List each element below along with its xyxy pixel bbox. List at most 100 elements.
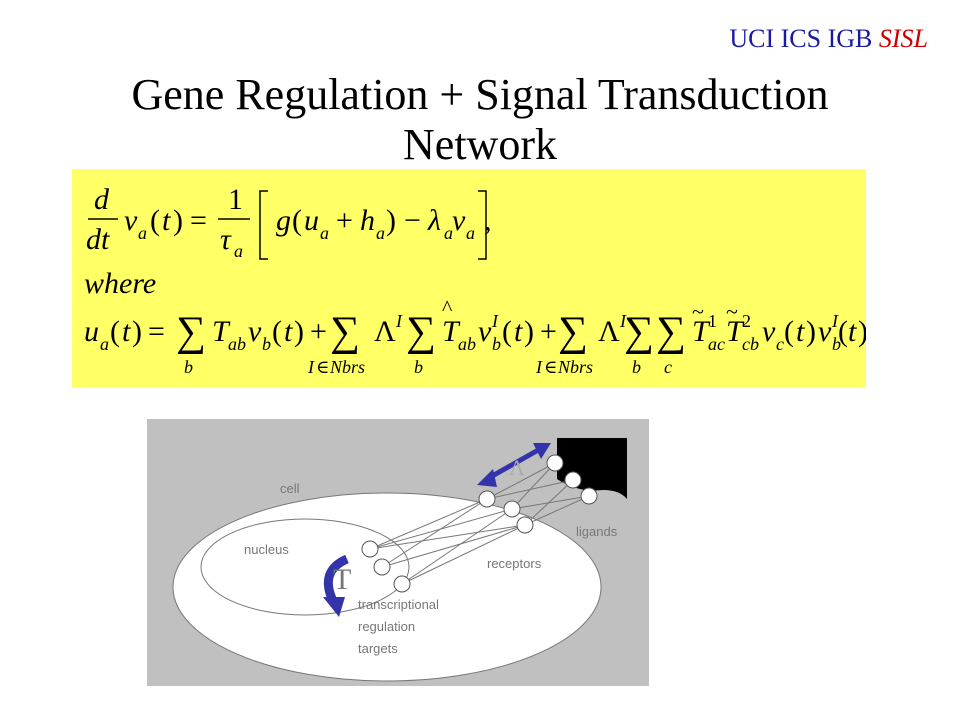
t-label: T (333, 563, 351, 596)
svg-text:dt: dt (86, 223, 110, 256)
svg-text:(: ( (502, 315, 512, 348)
svg-text:b: b (492, 334, 501, 354)
svg-text:∑: ∑ (406, 309, 436, 355)
connection-lines (369, 462, 590, 585)
targets-label-line-1: transcriptional (358, 597, 439, 612)
svg-text:v: v (478, 315, 492, 348)
svg-text:u: u (84, 315, 99, 348)
svg-text:ac: ac (708, 334, 725, 354)
svg-text:): ) (806, 315, 816, 348)
svg-text:=: = (148, 315, 165, 348)
svg-text:v: v (762, 315, 776, 348)
svg-text:a: a (444, 223, 453, 243)
svg-text:Λ: Λ (374, 315, 396, 348)
equation-svg: d dt v a ( t ) = 1 τ a g ( u a + h a ) −… (84, 183, 868, 377)
svg-text:T: T (212, 315, 231, 348)
svg-text:t: t (284, 315, 293, 348)
svg-text:): ) (132, 315, 142, 348)
nucleus-label: nucleus (244, 542, 289, 557)
lambda-arrow (477, 443, 551, 487)
svg-text:): ) (173, 204, 183, 237)
target-nodes (361, 540, 411, 593)
svg-text:τ: τ (220, 223, 232, 256)
svg-text:t: t (796, 315, 805, 348)
svg-text:d: d (94, 183, 110, 216)
cell-label: cell (280, 481, 300, 496)
header-ics-igb: ICS IGB (780, 24, 873, 53)
svg-text:1: 1 (708, 311, 717, 331)
svg-text:~: ~ (692, 299, 704, 324)
svg-text:~: ~ (726, 299, 738, 324)
svg-text:t: t (162, 204, 171, 237)
svg-text:): ) (524, 315, 534, 348)
svg-text:Nbrs: Nbrs (557, 357, 593, 377)
svg-text:I: I (395, 311, 403, 331)
svg-text:v: v (248, 315, 262, 348)
svg-text:a: a (138, 223, 147, 243)
equation-box: d dt v a ( t ) = 1 τ a g ( u a + h a ) −… (72, 169, 868, 388)
svg-text:v: v (452, 204, 466, 237)
header-affiliation: UCI ICS IGB SISL (729, 24, 928, 54)
svg-text:T: T (726, 315, 745, 348)
svg-text:c: c (664, 357, 672, 377)
svg-text:b: b (184, 357, 193, 377)
ligands-label: ligands (576, 524, 618, 539)
svg-text:t: t (514, 315, 523, 348)
svg-text:a: a (466, 223, 475, 243)
svg-text:1: 1 (228, 183, 243, 216)
svg-text:v: v (124, 204, 138, 237)
svg-text:∑: ∑ (624, 309, 654, 355)
svg-text:λ: λ (427, 204, 441, 237)
targets-label-line-2: regulation (358, 619, 415, 634)
svg-text:ab: ab (228, 334, 246, 354)
svg-text:I: I (307, 357, 315, 377)
header-sisl: SISL (878, 24, 928, 53)
svg-text:u: u (304, 204, 319, 237)
svg-text:T: T (442, 315, 461, 348)
slide-title: Gene Regulation + Signal Transduction Ne… (131, 70, 829, 169)
receptor-nodes (478, 490, 534, 534)
svg-text:I: I (535, 357, 543, 377)
header-uci: UCI (729, 24, 775, 53)
t-curved-arrow (323, 554, 350, 617)
svg-text:∑: ∑ (176, 309, 206, 355)
svg-text:Λ: Λ (598, 315, 620, 348)
cell-diagram-svg: Λ T cell nucleus receptors ligands trans… (147, 419, 649, 686)
svg-text:,: , (484, 204, 492, 237)
svg-text:∑: ∑ (330, 309, 360, 355)
svg-text:c: c (776, 334, 784, 354)
svg-text:a: a (320, 223, 329, 243)
svg-text:(: ( (150, 204, 160, 237)
svg-text:(: ( (292, 204, 302, 237)
svg-text:(: ( (272, 315, 282, 348)
svg-text:ab: ab (458, 334, 476, 354)
svg-text:∈: ∈ (316, 357, 329, 377)
equation-line-2: u a ( t ) = ∑ b T ab v b ( t ) + ∑ I ∈ N… (84, 295, 868, 377)
svg-text:): ) (386, 204, 396, 237)
svg-text:a: a (376, 223, 385, 243)
svg-text:=: = (190, 204, 207, 237)
svg-text:b: b (262, 334, 271, 354)
svg-text:h: h (360, 204, 375, 237)
svg-text:+: + (310, 315, 327, 348)
svg-text:I: I (831, 311, 839, 331)
svg-text:cb: cb (742, 334, 759, 354)
svg-text:): ) (858, 315, 866, 348)
svg-text:(: ( (784, 315, 794, 348)
svg-text:v: v (818, 315, 832, 348)
svg-text:2: 2 (742, 311, 751, 331)
svg-text:b: b (832, 334, 841, 354)
svg-text:+: + (540, 315, 557, 348)
equation-where: where (84, 267, 156, 300)
svg-text:): ) (294, 315, 304, 348)
svg-text:−: − (404, 204, 421, 237)
svg-text:+: + (336, 204, 353, 237)
svg-text:∑: ∑ (558, 309, 588, 355)
svg-text:t: t (848, 315, 857, 348)
svg-text:Nbrs: Nbrs (329, 357, 365, 377)
svg-text:g: g (276, 204, 291, 237)
svg-text:b: b (414, 357, 423, 377)
receptors-label: receptors (487, 556, 542, 571)
svg-text:t: t (122, 315, 131, 348)
ligand-nodes (546, 454, 598, 505)
